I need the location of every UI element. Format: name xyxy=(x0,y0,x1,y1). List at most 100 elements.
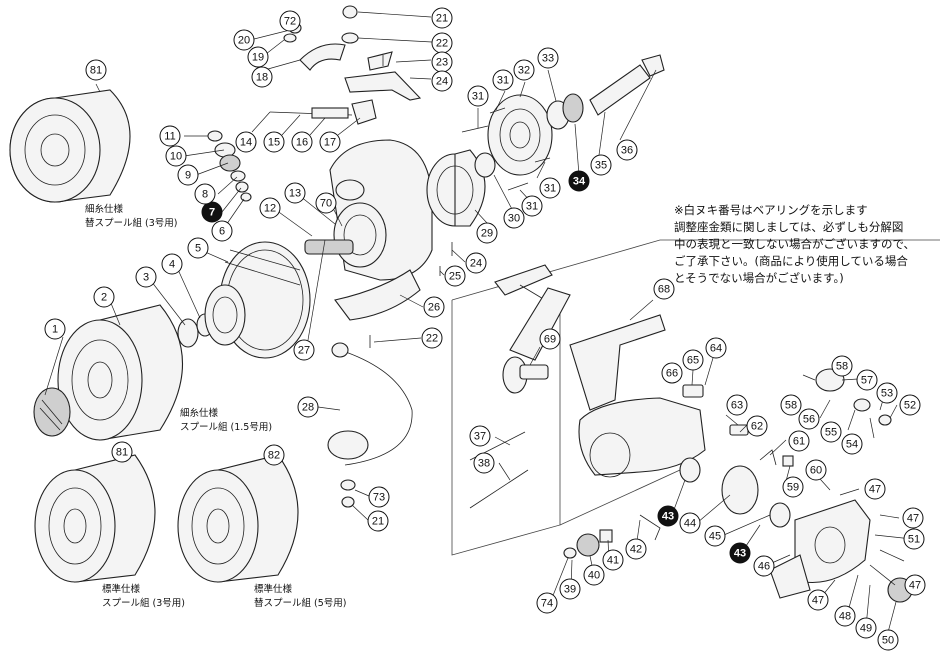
callout-c69: 69 xyxy=(539,328,561,350)
callout-c41: 41 xyxy=(602,549,624,571)
callout-c20: 20 xyxy=(233,29,255,51)
callout-c23: 23 xyxy=(431,51,453,73)
svg-text:標準仕様: 標準仕様 xyxy=(254,583,293,595)
bail-wire-28 xyxy=(327,342,413,508)
svg-text:標準仕様: 標準仕様 xyxy=(102,583,141,595)
callout-c66: 66 xyxy=(661,362,683,384)
callout-label: 25 xyxy=(449,271,461,283)
callout-label: 17 xyxy=(324,137,336,149)
reel-body-frame xyxy=(569,314,706,478)
callout-c51: 51 xyxy=(903,528,925,550)
callout-c16: 16 xyxy=(291,131,313,153)
callout-c74: 74 xyxy=(536,592,558,614)
callout-c35: 35 xyxy=(590,154,612,176)
callout-c47c: 47 xyxy=(904,574,926,596)
callout-c60: 60 xyxy=(805,459,827,481)
callout-label: 56 xyxy=(803,414,815,426)
callout-label: 61 xyxy=(793,436,805,448)
callout-label: 33 xyxy=(542,53,554,65)
callout-label: 38 xyxy=(478,458,490,470)
callout-label: 72 xyxy=(284,16,296,28)
callout-label: 31 xyxy=(497,75,509,87)
callout-c42: 42 xyxy=(625,538,647,560)
callout-c12: 12 xyxy=(259,197,281,219)
callout-label: 44 xyxy=(684,518,696,530)
callout-label: 9 xyxy=(185,170,191,182)
callout-c50: 50 xyxy=(877,629,899,651)
callout-label: 22 xyxy=(436,38,448,50)
callout-c55: 55 xyxy=(820,421,842,443)
callout-c58a: 58 xyxy=(831,355,853,377)
callout-c21a: 21 xyxy=(431,7,453,29)
callout-label: 57 xyxy=(861,375,873,387)
callout-label: 46 xyxy=(758,561,770,573)
callout-label: 24 xyxy=(470,258,482,270)
callout-label: 82 xyxy=(268,450,280,462)
callout-c54: 54 xyxy=(841,433,863,455)
drive-shaft-35 xyxy=(546,54,665,130)
callout-label: 47 xyxy=(869,484,881,496)
callout-label: 62 xyxy=(751,421,763,433)
spool-label-std-spare-5: 標準仕様 替スプール組 (5号用) xyxy=(254,583,346,609)
callout-c73: 73 xyxy=(368,486,390,508)
callout-label: 26 xyxy=(428,302,440,314)
callout-label: 68 xyxy=(658,284,670,296)
callout-c36: 36 xyxy=(616,139,638,161)
callout-label: 42 xyxy=(630,544,642,556)
callout-label: 11 xyxy=(164,131,175,143)
adjust-note-line-3: ご了承下さい。(商品により使用している場合 xyxy=(674,254,908,268)
callout-c46: 46 xyxy=(753,555,775,577)
callout-label: 8 xyxy=(202,189,208,201)
callout-label: 2 xyxy=(101,292,107,304)
svg-text:細糸仕様: 細糸仕様 xyxy=(85,203,124,215)
callout-label: 63 xyxy=(731,400,743,412)
callout-c58b: 58 xyxy=(780,394,802,416)
callout-c64: 64 xyxy=(705,337,727,359)
callout-label: 36 xyxy=(621,145,633,157)
callout-c31d: 31 xyxy=(539,177,561,199)
spool-81-top xyxy=(9,89,131,203)
callout-label: 4 xyxy=(169,259,175,271)
callout-label: 49 xyxy=(860,623,872,635)
callout-label: 19 xyxy=(252,52,264,64)
callout-c47b: 47 xyxy=(902,507,924,529)
spool-82 xyxy=(177,454,299,583)
adjust-note-line-2: 中の表現と一致しない場合がございますので、 xyxy=(674,237,916,251)
callout-c70: 70 xyxy=(315,192,337,214)
callout-label: 52 xyxy=(904,400,916,412)
callout-c1: 1 xyxy=(44,318,66,340)
callout-c19: 19 xyxy=(247,46,269,68)
spool-81-bottom xyxy=(34,454,156,583)
callout-c5: 5 xyxy=(187,237,209,259)
callout-c34: 34 xyxy=(568,170,590,192)
callout-label: 32 xyxy=(518,65,530,77)
callout-c61: 61 xyxy=(788,430,810,452)
callout-label: 30 xyxy=(508,213,520,225)
callout-label: 43 xyxy=(662,511,674,523)
callout-label: 45 xyxy=(709,531,721,543)
callout-c37: 37 xyxy=(469,425,491,447)
callout-c22a: 22 xyxy=(431,32,453,54)
callout-c45: 45 xyxy=(704,525,726,547)
callout-label: 39 xyxy=(564,584,576,596)
callout-label: 12 xyxy=(264,203,276,215)
callout-c22b: 22 xyxy=(421,327,443,349)
callout-label: 27 xyxy=(298,345,310,357)
callout-label: 3 xyxy=(143,272,149,284)
callout-c25: 25 xyxy=(444,265,466,287)
svg-text:替スプール組 (5号用): 替スプール組 (5号用) xyxy=(254,597,346,609)
callout-c15: 15 xyxy=(263,131,285,153)
callout-c24a: 24 xyxy=(431,70,453,92)
callout-label: 21 xyxy=(372,516,384,528)
callout-label: 37 xyxy=(474,431,486,443)
callout-label: 58 xyxy=(836,361,848,373)
callout-label: 41 xyxy=(607,555,619,567)
callout-c2: 2 xyxy=(93,286,115,308)
callout-c21b: 21 xyxy=(367,510,389,532)
svg-text:細糸仕様: 細糸仕様 xyxy=(180,407,219,419)
callout-label: 64 xyxy=(710,343,722,355)
notes-block: ※白ヌキ番号はベアリングを示します 調整座金類に関しましては、必ずしも分解図 中… xyxy=(674,202,946,287)
